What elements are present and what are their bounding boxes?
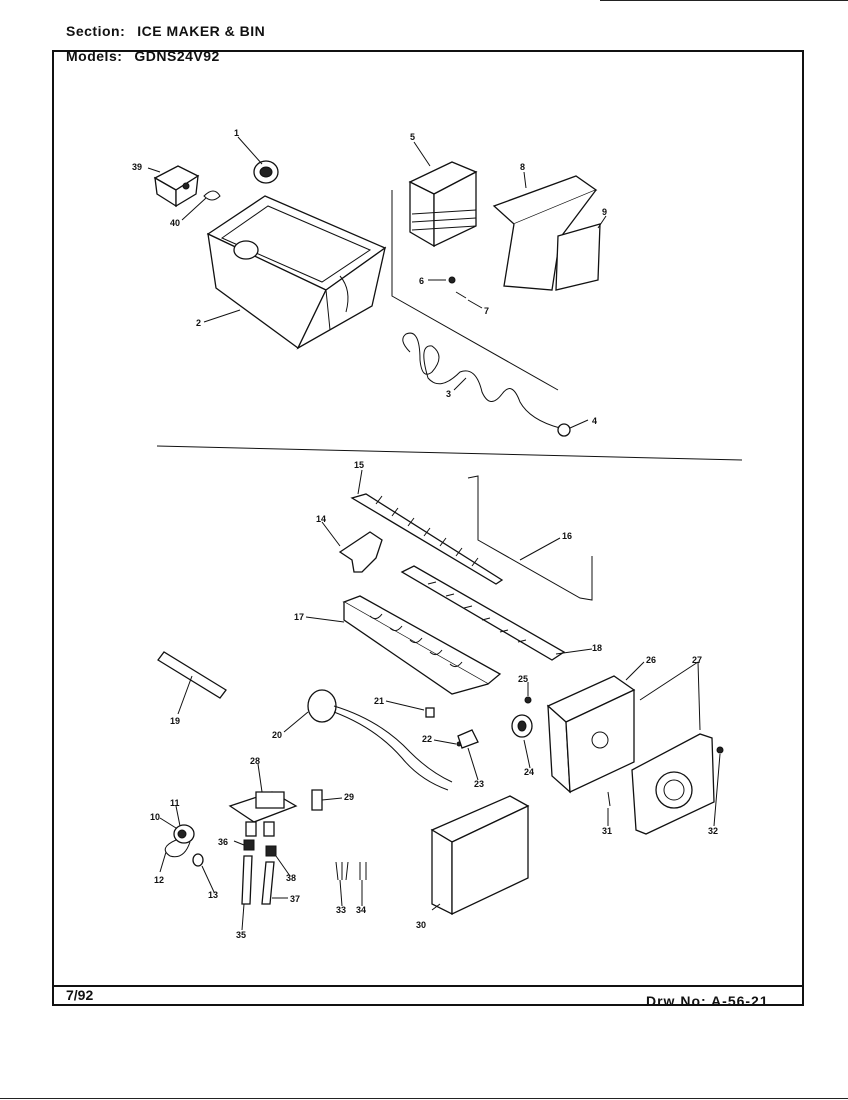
bottom-rule: [0, 1098, 848, 1099]
callout-31: 31: [602, 826, 612, 836]
drawing-number: A-56-21: [711, 993, 769, 1009]
models-label: Models:: [66, 48, 123, 64]
part-18-stripper: [400, 565, 566, 661]
part-38-nut: [265, 845, 277, 857]
section-heading: Section: ICE MAKER & BIN: [66, 23, 265, 39]
callout-7: 7: [484, 306, 489, 316]
part-15-ejector: [350, 493, 504, 585]
part-1-auger-nut: [253, 160, 279, 184]
callout-32: 32: [708, 826, 718, 836]
part-27-cover-plate: [631, 733, 715, 835]
callout-9: 9: [602, 207, 607, 217]
leader-lines: [147, 136, 721, 931]
part-5-duct: [408, 161, 478, 248]
section-divider: [156, 445, 743, 461]
part-10-valve-coil: [164, 824, 195, 858]
part-37-tube: [261, 861, 275, 905]
callout-30: 30: [416, 920, 426, 930]
callout-19: 19: [170, 716, 180, 726]
part-2-ice-bin: [206, 195, 387, 350]
callout-33: 33: [336, 905, 346, 915]
callout-numbers: 1 2 3 4 5 6 7 8 9 10 11 12 13 14 15 16 1…: [132, 128, 718, 940]
callout-15: 15: [354, 460, 364, 470]
callout-34: 34: [356, 905, 366, 915]
part-21-switch: [425, 707, 435, 718]
callout-2: 2: [196, 318, 201, 328]
part-25-spring: [524, 696, 532, 704]
part-29-fitting: [311, 789, 323, 811]
section-label: Section:: [66, 23, 126, 39]
callout-26: 26: [646, 655, 656, 665]
callout-13: 13: [208, 890, 218, 900]
callout-16: 16: [562, 531, 572, 541]
part-17-mold: [342, 595, 502, 695]
callout-23: 23: [474, 779, 484, 789]
callout-14: 14: [316, 514, 326, 524]
callout-29: 29: [344, 792, 354, 802]
part-30-cover: [430, 795, 530, 916]
callout-38: 38: [286, 873, 296, 883]
callout-28: 28: [250, 756, 260, 766]
callout-20: 20: [272, 730, 282, 740]
part-19-rod: [157, 651, 227, 699]
callout-1: 1: [234, 128, 239, 138]
callout-24: 24: [524, 767, 534, 777]
callout-5: 5: [410, 132, 415, 142]
part-7-pin: [455, 291, 467, 299]
callout-35: 35: [236, 930, 246, 940]
callout-8: 8: [520, 162, 525, 172]
footer-rule: [52, 985, 804, 987]
part-23-bracket: [457, 729, 479, 749]
part-40-clip: [203, 190, 221, 201]
callout-6: 6: [419, 276, 424, 286]
top-rule: [600, 0, 848, 1]
callout-22: 22: [422, 734, 432, 744]
part-4-grommet: [557, 423, 571, 437]
part-39-motor: [153, 165, 200, 208]
drawing-label: Drw No:: [646, 993, 707, 1009]
models-value: GDNS24V92: [134, 48, 220, 64]
part-35-tube: [241, 855, 253, 905]
callout-40: 40: [170, 218, 180, 228]
callout-37: 37: [290, 894, 300, 904]
part-20-harness: [307, 689, 453, 791]
callout-10: 10: [150, 812, 160, 822]
part-26-housing: [546, 675, 636, 794]
part-13-plug: [192, 853, 204, 867]
callout-12: 12: [154, 875, 164, 885]
callout-36: 36: [218, 837, 228, 847]
part-6-screw: [448, 276, 456, 284]
part-3-heater-coil: [402, 332, 561, 429]
callout-17: 17: [294, 612, 304, 622]
diagram-frame: [52, 50, 804, 1006]
drawing-number-block: Drw No: A-56-21: [646, 993, 769, 1009]
part-36-nut: [243, 839, 255, 851]
callout-3: 3: [446, 389, 451, 399]
callout-21: 21: [374, 696, 384, 706]
part-14-bracket: [338, 531, 383, 573]
part-32-screw: [716, 746, 724, 754]
part-8-air-duct: [492, 175, 598, 291]
part-33-34-screws: [335, 861, 367, 881]
part-16-cover: [467, 475, 593, 601]
models-heading: Models: GDNS24V92: [66, 48, 220, 64]
callout-39: 39: [132, 162, 142, 172]
callout-4: 4: [592, 416, 597, 426]
part-31-screw: [607, 791, 611, 807]
part-9-gasket: [555, 223, 601, 291]
callout-11: 11: [170, 798, 180, 808]
section-value: ICE MAKER & BIN: [137, 23, 266, 39]
part-28-water-valve: [228, 791, 298, 837]
callout-25: 25: [518, 674, 528, 684]
footer-date: 7/92: [66, 987, 94, 1003]
callout-27: 27: [692, 655, 702, 665]
callout-18: 18: [592, 643, 602, 653]
part-24-motor: [511, 714, 533, 738]
